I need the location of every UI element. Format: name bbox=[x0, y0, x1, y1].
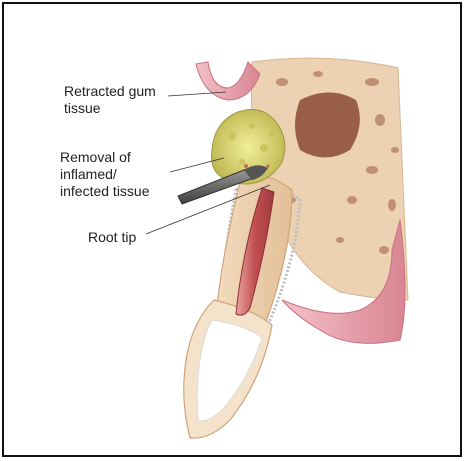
bone-cavity bbox=[295, 93, 360, 158]
label-removal-infected-tissue: Removal of inflamed/ infected tissue bbox=[60, 149, 150, 200]
label-retracted-gum: Retracted gum tissue bbox=[64, 83, 156, 117]
label-root-tip: Root tip bbox=[88, 229, 136, 246]
retracted-gum-flap bbox=[196, 62, 260, 100]
